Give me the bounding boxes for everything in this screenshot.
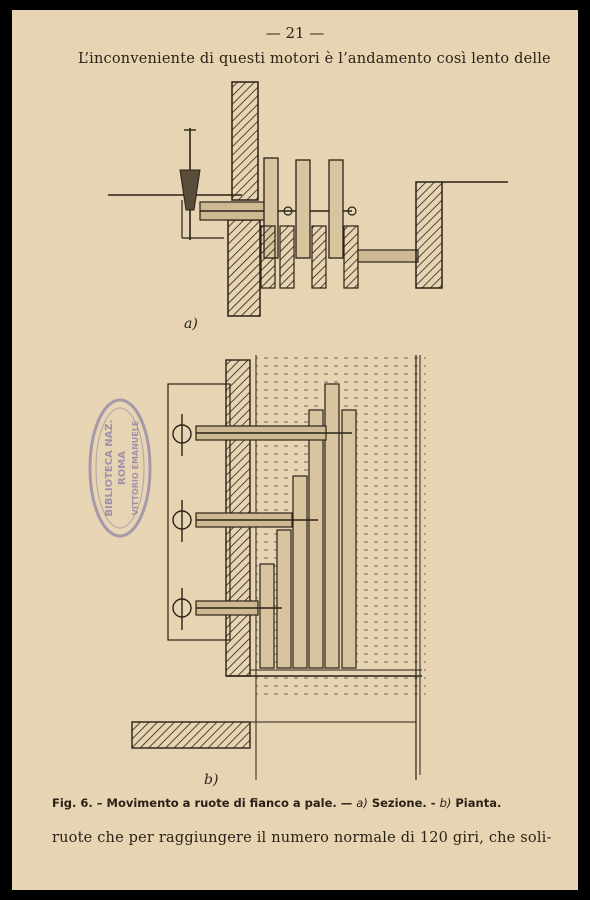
body-text-bottom-line: ruote che per raggiungere il numero norm… xyxy=(52,830,552,846)
stamp-text-line-3: VITTORIO EMANUELE xyxy=(131,421,140,516)
caption-mark-a: a) xyxy=(356,796,368,810)
figure-6-illustration: BIBLIOTECA NAZ. ROMA VITTORIO EMANUELE xyxy=(88,81,508,780)
shaft-middle xyxy=(172,500,318,542)
caption-mark-b: b) xyxy=(439,796,452,810)
library-stamp: BIBLIOTECA NAZ. ROMA VITTORIO EMANUELE xyxy=(88,398,152,538)
figure-label-a: a) xyxy=(184,316,198,332)
shaft-lower xyxy=(172,588,282,630)
stamp-text-line-1: BIBLIOTECA NAZ. xyxy=(104,420,115,517)
page-number: — 21 — xyxy=(265,24,325,42)
figure-a-section xyxy=(108,81,508,317)
body-text-top-line: L’inconveniente di questi motori è l’and… xyxy=(78,51,551,67)
figure-b-plan xyxy=(131,355,426,780)
caption-text-b: Pianta. xyxy=(451,796,502,810)
figure-label-b: b) xyxy=(204,772,219,788)
stamp-text-line-2: ROMA xyxy=(117,451,128,485)
figure-caption: Fig. 6. – Movimento a ruote di fianco a … xyxy=(52,796,501,810)
book-page: — 21 — L’inconveniente di questi motori … xyxy=(12,10,578,890)
caption-text-a: Sezione. - xyxy=(367,796,440,810)
shaft-upper xyxy=(172,414,352,456)
caption-prefix: Fig. 6. – Movimento a ruote di fianco a … xyxy=(52,796,357,810)
